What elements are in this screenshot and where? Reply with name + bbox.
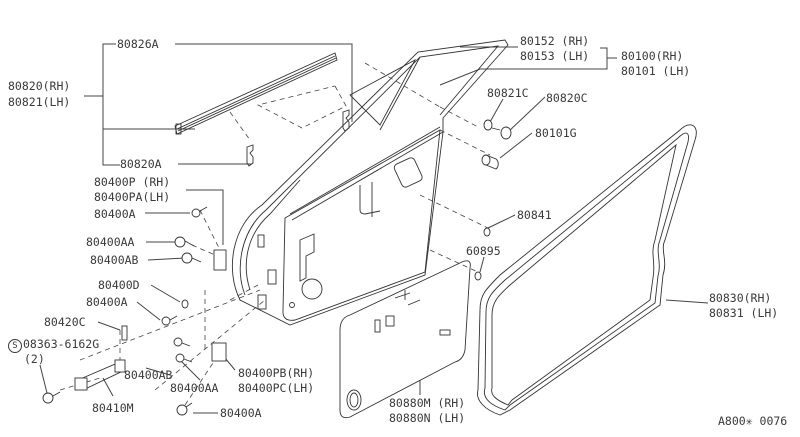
part-label-80400A: 80400A (86, 295, 128, 309)
door-shell (231, 39, 509, 326)
part-label-80831-lh: 80831 (LH) (709, 306, 779, 320)
part-label-80400AB: 80400AB (124, 368, 173, 382)
part-label-80410M: 80410M (92, 401, 134, 415)
screw-symbol-icon: S (8, 339, 22, 353)
part-label-80400A: 80400A (220, 406, 262, 420)
part-label-80880M-rh: 80880M (RH) (389, 396, 466, 410)
part-label-60895: 60895 (466, 244, 501, 258)
part-label-80400A: 80400A (94, 207, 136, 221)
part-label-80153-lh: 80153 (LH) (520, 49, 590, 63)
leader-lines (39, 43, 709, 414)
part-label-80101G: 80101G (535, 126, 577, 140)
part-label-80826A: 80826A (117, 37, 159, 51)
outer-weatherstrip (174, 52, 350, 167)
part-label-80820-rh: 80820(RH) (8, 79, 71, 93)
part-label-80830-rh: 80830(RH) (709, 291, 772, 305)
body-seal-weatherstrip (477, 124, 697, 416)
part-label-80400PA-lh: 80400PA(LH) (94, 190, 171, 204)
door-trim-panel (339, 260, 471, 419)
part-label-80820C: 80820C (546, 91, 588, 105)
part-label-80400D: 80400D (98, 278, 140, 292)
diagram-code: A800✳ 0076 (718, 414, 788, 428)
part-label-80101-lh: 80101 (LH) (621, 64, 691, 78)
part-label-80400PB-rh: 80400PB(RH) (238, 366, 315, 380)
part-label-80400AB: 80400AB (90, 253, 139, 267)
part-label-80400PC-lh: 80400PC(LH) (238, 381, 315, 395)
part-label-80820A: 80820A (120, 157, 162, 171)
part-label-80841: 80841 (517, 208, 552, 222)
part-qty-08363: (2) (24, 352, 45, 366)
part-label-80400P-rh: 80400P (RH) (94, 175, 171, 189)
part-label-80100-rh: 80100(RH) (621, 49, 684, 63)
part-label-80400AA: 80400AA (170, 381, 219, 395)
part-label-80880N-lh: 80880N (LH) (389, 411, 466, 425)
part-label-80400AA: 80400AA (86, 235, 135, 249)
assembly-dashed-lines (59, 62, 491, 406)
hardware (42, 119, 512, 416)
part-label-80821C: 80821C (487, 86, 529, 100)
part-label-80152-rh: 80152 (RH) (520, 34, 590, 48)
part-label-80821-lh: 80821(LH) (8, 95, 71, 109)
part-label-80420C: 80420C (44, 315, 86, 329)
